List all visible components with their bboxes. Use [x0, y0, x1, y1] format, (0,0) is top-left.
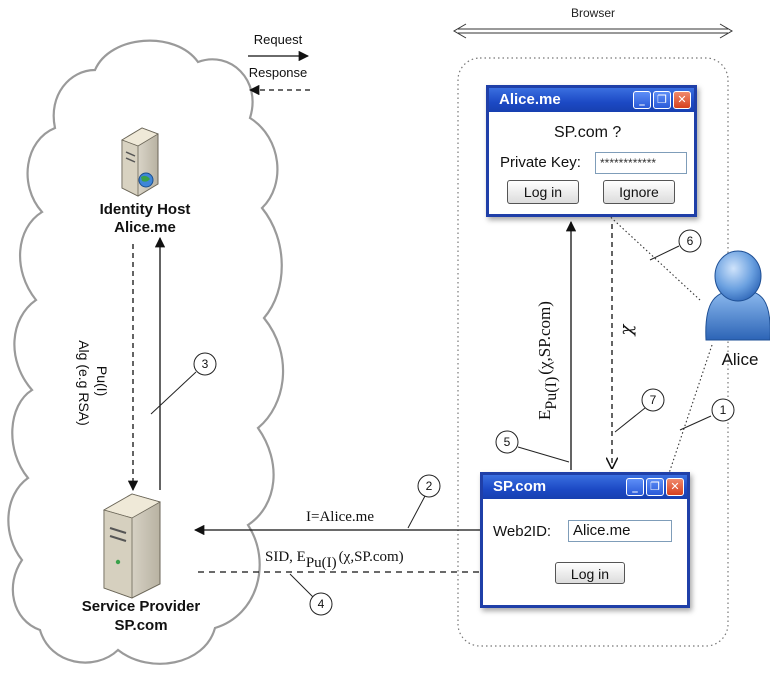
sp-com-window: SP.com _ ❐ ✕ Web2ID: Alice.me Log in	[480, 472, 690, 608]
step-2-number: 2	[426, 479, 433, 493]
step-1-number: 1	[720, 403, 727, 417]
private-key-field[interactable]: ************	[595, 152, 687, 174]
web2id-label: Web2ID:	[493, 523, 552, 540]
step-7-circle	[641, 388, 665, 412]
alice-prompt: SP.com ?	[554, 124, 622, 141]
step-1-circle	[711, 398, 735, 422]
identity-host-domain: Alice.me	[114, 219, 176, 236]
legend-response-label: Response	[249, 65, 308, 80]
identity-host-server-icon	[121, 127, 159, 197]
step-6-number: 6	[687, 234, 694, 248]
alg-label: Alg (e.g RSA)	[76, 340, 92, 426]
enc-subscript: Pu(I)	[543, 377, 560, 410]
service-provider-server-icon	[102, 493, 162, 599]
step-2-leader	[407, 495, 426, 529]
step-2-circle	[417, 474, 441, 498]
sp-com-window-body: Web2ID: Alice.me Log in	[483, 499, 687, 605]
step-5-circle	[495, 430, 519, 454]
step-3-number: 3	[202, 357, 209, 371]
step-6-leader	[649, 245, 680, 261]
web2id-input[interactable]: Alice.me	[568, 520, 672, 542]
enc-prefix: E	[535, 410, 554, 420]
close-icon[interactable]: ✕	[666, 478, 684, 496]
alice-me-window-controls: _ ❐ ✕	[633, 91, 691, 109]
step-4-circle	[309, 592, 333, 616]
step-7-leader	[614, 407, 646, 433]
sid-suffix: (χ,SP.com)	[339, 549, 404, 565]
minimize-icon[interactable]: _	[633, 91, 651, 109]
pu-alg-label: Pu(I) Alg (e.g RSA)	[76, 340, 110, 426]
service-provider-title: Service Provider	[82, 598, 201, 615]
identity-claim-label: I=Alice.me	[306, 509, 374, 525]
sp-com-titlebar[interactable]: SP.com _ ❐ ✕	[483, 475, 687, 499]
step-7-number: 7	[650, 393, 657, 407]
sp-login-button[interactable]: Log in	[555, 562, 625, 584]
alice-me-window-title: Alice.me	[499, 91, 561, 108]
restore-icon[interactable]: ❐	[653, 91, 671, 109]
ignore-button[interactable]: Ignore	[603, 180, 675, 204]
enc-suffix: (χ,SP.com)	[535, 301, 554, 375]
alice-me-window: Alice.me _ ❐ ✕ SP.com ? Private Key: ***…	[486, 85, 697, 217]
network-cloud	[7, 39, 285, 665]
step-3-leader	[150, 371, 197, 415]
alice-user-label: Alice	[722, 350, 759, 369]
alice-me-window-body: SP.com ? Private Key: ************ Log i…	[489, 112, 694, 214]
pu-label: Pu(I)	[94, 366, 110, 396]
restore-icon[interactable]: ❐	[646, 478, 664, 496]
close-icon[interactable]: ✕	[673, 91, 691, 109]
alice-me-titlebar[interactable]: Alice.me _ ❐ ✕	[489, 88, 694, 112]
step-4-leader	[289, 573, 314, 598]
sid-subscript: Pu(I)	[306, 555, 337, 571]
step-6-circle	[678, 229, 702, 253]
private-key-label: Private Key:	[500, 154, 581, 171]
encrypted-challenge-label: EPu(I) (χ,SP.com)	[535, 301, 560, 420]
step-3-circle	[193, 352, 217, 376]
sp-com-window-title: SP.com	[493, 478, 547, 495]
browser-span-arrow	[453, 23, 733, 39]
legend-request-label: Request	[254, 32, 303, 47]
minimize-icon[interactable]: _	[626, 478, 644, 496]
session-token-label: SID, EPu(I)(χ,SP.com)	[265, 549, 404, 571]
step-5-leader	[517, 446, 570, 463]
sp-com-window-controls: _ ❐ ✕	[626, 478, 684, 496]
alice-login-button[interactable]: Log in	[507, 180, 579, 204]
chi-label: χ	[616, 323, 637, 337]
identity-host-title: Identity Host	[100, 201, 191, 218]
browser-boundary	[457, 57, 729, 647]
step-4-number: 4	[318, 597, 325, 611]
step-5-number: 5	[504, 435, 511, 449]
alice-user-icon	[705, 250, 770, 341]
sid-prefix: SID, E	[265, 549, 306, 565]
service-provider-domain: SP.com	[114, 617, 167, 634]
step-1-leader	[679, 415, 712, 431]
browser-label: Browser	[571, 6, 615, 20]
